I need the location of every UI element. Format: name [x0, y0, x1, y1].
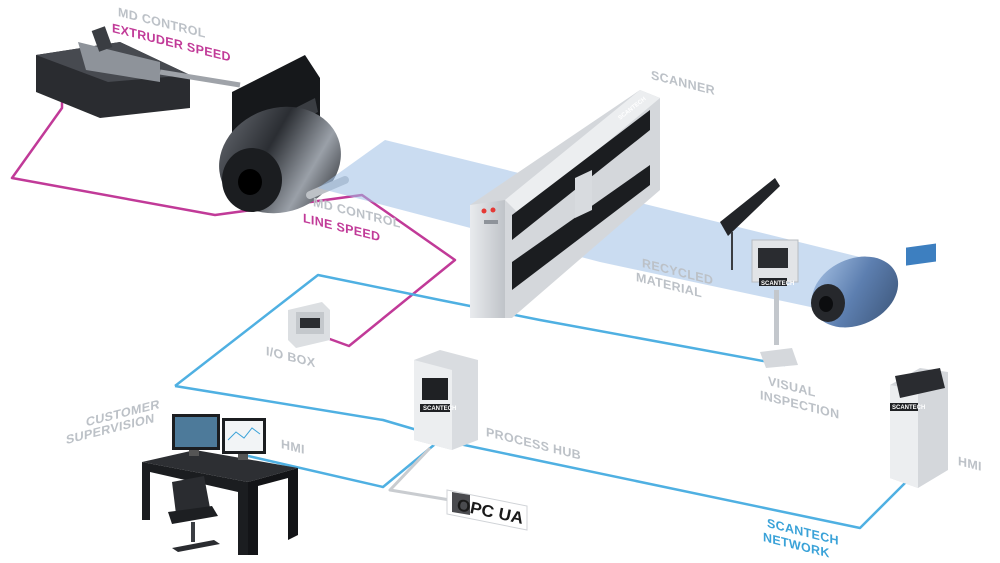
opc-ua-badge: [446, 489, 528, 531]
die-and-chill-roll: [219, 55, 349, 214]
visual-inspection-unit: SCANTECH: [720, 178, 799, 368]
network-line-left: [174, 273, 786, 387]
control-desk: [142, 414, 298, 555]
process-hub: SCANTECH: [414, 350, 478, 450]
extruder: [36, 26, 241, 118]
scanner: SCANTECH: [470, 90, 660, 318]
hmi-kiosk-brand: SCANTECH: [892, 405, 925, 411]
network-line-io: [174, 384, 418, 432]
io-box: [288, 302, 330, 348]
inspection-brand: SCANTECH: [761, 281, 794, 287]
hmi-kiosk: SCANTECH: [890, 243, 948, 488]
winder-roll: [811, 256, 899, 328]
process-hub-brand: SCANTECH: [423, 406, 456, 412]
network-line-right: [449, 440, 911, 530]
opc-line: [388, 446, 451, 502]
office-chair: [168, 476, 220, 552]
